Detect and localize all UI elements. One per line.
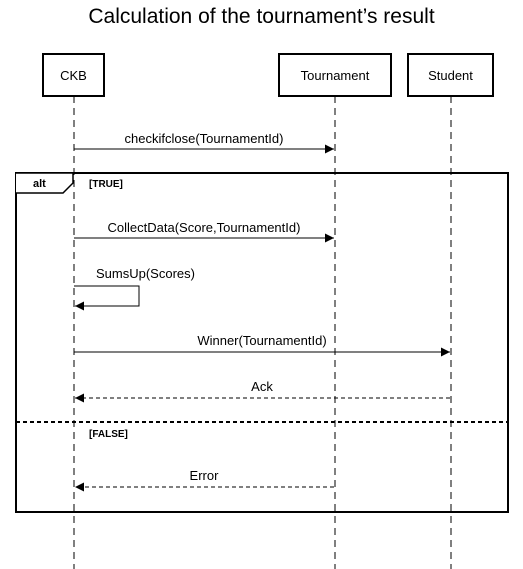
message-error-label: Error <box>190 468 220 483</box>
message-winner-label: Winner(TournamentId) <box>197 333 326 348</box>
participant-student-label: Student <box>428 68 473 83</box>
message-checkifclose-label: checkifclose(TournamentId) <box>125 131 284 146</box>
participant-tournament-label: Tournament <box>301 68 370 83</box>
message-collectdata-label: CollectData(Score,TournamentId) <box>108 220 301 235</box>
guard-false: [FALSE] <box>89 429 128 440</box>
message-checkifclose: checkifclose(TournamentId) <box>74 131 334 154</box>
participant-tournament: Tournament <box>278 53 392 97</box>
participant-ckb: CKB <box>42 53 105 97</box>
message-collectdata: CollectData(Score,TournamentId) <box>74 220 334 243</box>
participant-student: Student <box>407 53 494 97</box>
participant-ckb-label: CKB <box>60 68 87 83</box>
diagram-title: Calculation of the tournament’s result <box>88 5 435 28</box>
message-error: Error <box>75 468 334 492</box>
alt-operator: alt <box>33 178 46 190</box>
message-ack: Ack <box>75 379 450 403</box>
message-sumsup: SumsUp(Scores) <box>74 266 195 311</box>
alt-fragment: alt [TRUE] [FALSE] <box>15 172 509 513</box>
message-ack-label: Ack <box>251 379 273 394</box>
message-winner: Winner(TournamentId) <box>74 333 450 357</box>
guard-true: [TRUE] <box>89 179 123 190</box>
message-sumsup-label: SumsUp(Scores) <box>96 266 195 281</box>
